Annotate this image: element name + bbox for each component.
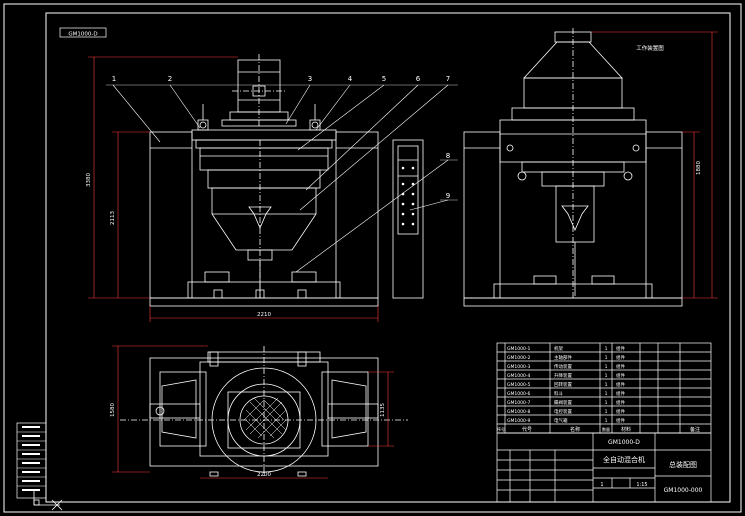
control-panel bbox=[392, 139, 424, 299]
plan-hatch bbox=[243, 397, 287, 439]
code-top-left: GM1000-D bbox=[68, 32, 97, 38]
part-material: 组件 bbox=[616, 417, 625, 424]
part-qty: 1 bbox=[605, 355, 608, 361]
balloon-7: 7 bbox=[446, 75, 450, 83]
scale-value: 1:15 bbox=[636, 482, 647, 488]
part-code: GM1000-3 bbox=[507, 364, 530, 370]
leader-lines bbox=[106, 84, 458, 273]
code-box bbox=[59, 27, 107, 38]
part-qty: 1 bbox=[605, 409, 608, 415]
part-material: 组件 bbox=[616, 399, 625, 406]
drawing-number: GM1000-000 bbox=[664, 487, 703, 494]
part-name: 主轴部件 bbox=[554, 354, 572, 361]
part-material: 组件 bbox=[616, 363, 625, 370]
balloon-9: 9 bbox=[446, 192, 450, 200]
front-view bbox=[149, 54, 379, 307]
balloon-6: 6 bbox=[416, 75, 421, 83]
part-qty: 1 bbox=[605, 373, 608, 379]
control-panel-buttons bbox=[401, 166, 415, 226]
parts-row: GM1000-1 机架 1 组件 bbox=[507, 345, 625, 352]
part-qty: 1 bbox=[605, 346, 608, 352]
part-material: 组件 bbox=[616, 354, 625, 361]
parts-row: GM1000-7 蝶阀装置 1 组件 bbox=[507, 399, 625, 406]
header-remark: 备注 bbox=[690, 426, 700, 433]
part-material: 组件 bbox=[616, 408, 625, 415]
part-material: 组件 bbox=[616, 381, 625, 388]
part-qty: 1 bbox=[605, 391, 608, 397]
parts-row: GM1000-4 升降装置 1 组件 bbox=[507, 372, 625, 379]
part-name: 电气箱 bbox=[554, 417, 568, 424]
parts-list: GM1000-1 机架 1 组件 GM1000-2 主轴部件 1 组件 GM10… bbox=[497, 345, 700, 433]
part-qty: 1 bbox=[605, 382, 608, 388]
dim-base-width: 2210 bbox=[257, 312, 271, 318]
part-qty: 1 bbox=[605, 418, 608, 424]
parts-row: GM1000-8 电控装置 1 组件 bbox=[507, 408, 625, 415]
product-name: 全自动混合机 bbox=[603, 455, 645, 464]
part-code: GM1000-9 bbox=[507, 418, 530, 424]
part-name: 机架 bbox=[554, 345, 563, 352]
dim-plan-inner: 1135 bbox=[380, 403, 386, 417]
part-code: GM1000-6 bbox=[507, 391, 530, 397]
dim-right-height: 1880 bbox=[696, 161, 702, 175]
drawing-title: 总装配图 bbox=[669, 460, 697, 469]
part-code: GM1000-5 bbox=[507, 382, 530, 388]
dim-overall-height: 3380 bbox=[86, 173, 92, 187]
view-note: 工作装置图 bbox=[636, 44, 664, 52]
part-name: 电控装置 bbox=[554, 408, 572, 415]
balloon-2: 2 bbox=[168, 75, 172, 83]
header-material: 材料 bbox=[621, 426, 631, 433]
balloon-3: 3 bbox=[308, 75, 312, 83]
part-code: GM1000-4 bbox=[507, 373, 530, 379]
side-dimensions bbox=[591, 31, 718, 299]
part-qty: 1 bbox=[605, 400, 608, 406]
front-dimensions bbox=[88, 56, 379, 322]
balloon-1: 1 bbox=[112, 75, 116, 83]
part-name: 升降装置 bbox=[554, 372, 572, 379]
balloon-5: 5 bbox=[382, 75, 386, 83]
plan-dimensions bbox=[112, 345, 394, 479]
parts-row: GM1000-9 电气箱 1 组件 bbox=[507, 417, 625, 424]
balloons: 1 2 3 4 5 6 7 8 9 bbox=[112, 75, 450, 200]
ucs-icon bbox=[33, 490, 63, 511]
part-material: 组件 bbox=[616, 372, 625, 379]
parts-row: GM1000-6 料斗 1 组件 bbox=[507, 390, 625, 397]
part-material: 组件 bbox=[616, 390, 625, 397]
drawing-border bbox=[45, 12, 731, 503]
binding-strip bbox=[16, 422, 47, 499]
parts-row: GM1000-5 回转装置 1 组件 bbox=[507, 381, 625, 388]
part-name: 回转装置 bbox=[554, 381, 572, 388]
sheet-number: 1 bbox=[600, 482, 603, 488]
header-seq: 序号 bbox=[497, 426, 505, 432]
title-info: GM1000-D 全自动混合机 总装配图 GM1000-000 1 1:15 bbox=[600, 439, 702, 494]
part-code: GM1000-7 bbox=[507, 400, 530, 406]
outer-frame bbox=[3, 3, 742, 513]
part-name: 蝶阀装置 bbox=[554, 399, 572, 406]
part-name: 料斗 bbox=[554, 390, 563, 397]
part-qty: 1 bbox=[605, 364, 608, 370]
header-qty: 数量 bbox=[602, 426, 610, 432]
header-name: 名称 bbox=[570, 426, 580, 433]
model-code: GM1000-D bbox=[608, 439, 640, 446]
part-name: 传动装置 bbox=[554, 363, 572, 370]
dim-inner-height: 2113 bbox=[110, 211, 116, 225]
side-view bbox=[463, 28, 683, 307]
dim-plan-width: 2200 bbox=[257, 472, 271, 478]
part-code: GM1000-8 bbox=[507, 409, 530, 415]
balloon-4: 4 bbox=[348, 75, 353, 83]
parts-row: GM1000-2 主轴部件 1 组件 bbox=[507, 354, 625, 361]
part-code: GM1000-2 bbox=[507, 355, 530, 361]
part-material: 组件 bbox=[616, 345, 625, 352]
balloon-8: 8 bbox=[446, 152, 450, 160]
header-code: 代号 bbox=[522, 426, 532, 433]
title-block bbox=[496, 342, 712, 503]
part-code: GM1000-1 bbox=[507, 346, 530, 352]
dim-plan-depth: 1580 bbox=[110, 403, 116, 417]
parts-row: GM1000-3 传动装置 1 组件 bbox=[507, 363, 625, 370]
